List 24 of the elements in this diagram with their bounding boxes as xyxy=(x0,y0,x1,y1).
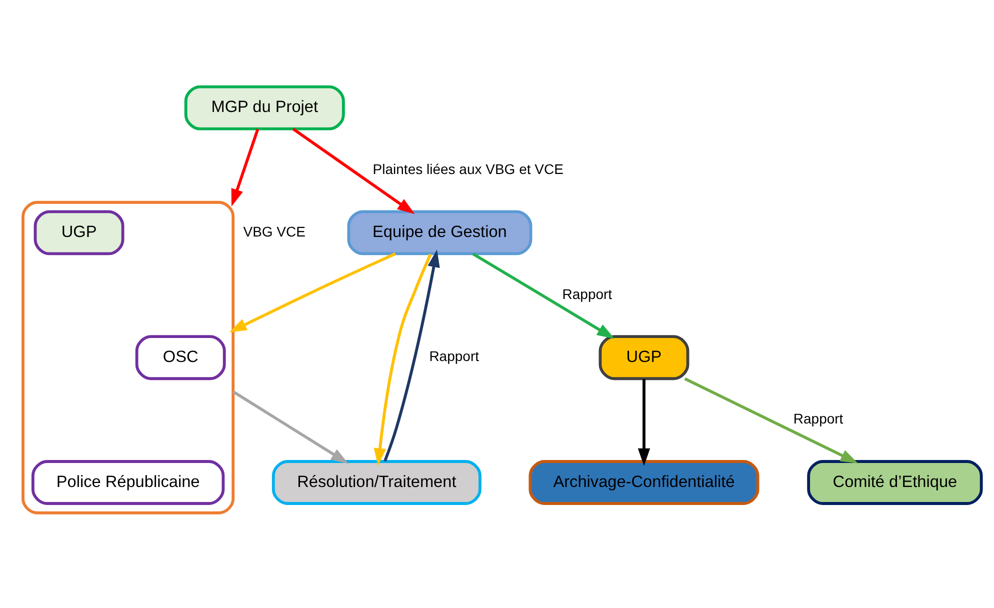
node-box: Résolution/Traitement xyxy=(271,460,481,504)
arrow xyxy=(292,127,414,214)
node-box: Archivage-Confidentialité xyxy=(528,460,759,504)
edge-label: VBG VCE xyxy=(242,222,305,239)
node-box: MGP du Projet xyxy=(184,84,344,130)
arrow xyxy=(684,376,858,463)
edge-label: Plaintes liées aux VBG et VCE xyxy=(372,160,563,176)
node-box: Equipe de Gestion xyxy=(346,210,532,255)
edge-label: Rapport xyxy=(428,348,479,364)
node-box: OSC xyxy=(134,334,226,380)
arrow xyxy=(232,390,348,464)
node-box: UGP xyxy=(33,210,124,255)
edge-label: Rapport xyxy=(792,410,843,426)
arrow xyxy=(637,378,650,466)
arrow xyxy=(383,249,440,462)
edge-label: Rapport xyxy=(562,285,612,302)
node-box: Comité d’Ethique xyxy=(806,460,982,504)
arrow xyxy=(230,128,259,206)
cluster xyxy=(21,200,234,514)
arrow xyxy=(472,252,614,338)
node-box: UGP xyxy=(598,334,689,380)
node-box: Police Républicaine xyxy=(30,460,224,504)
arrow xyxy=(373,253,432,466)
arrow xyxy=(228,252,396,332)
